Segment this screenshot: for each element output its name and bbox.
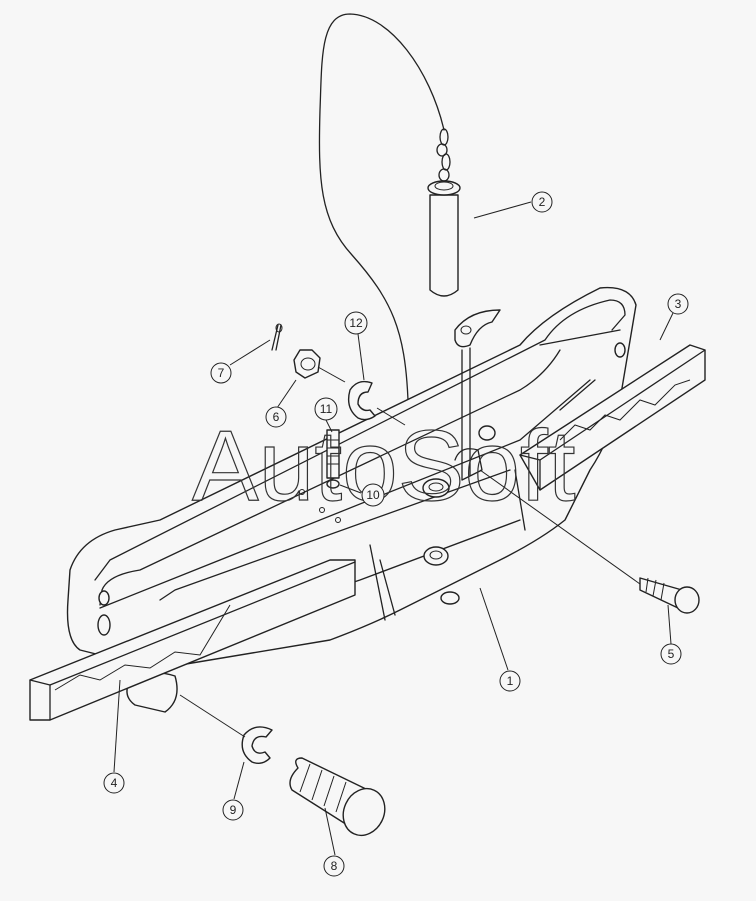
lever-part <box>454 309 501 481</box>
svg-text:11: 11 <box>320 402 333 416</box>
watermark: AutoSoft <box>192 410 576 522</box>
leader-lines <box>113 201 674 856</box>
pin-part <box>427 180 461 297</box>
nut-part <box>293 349 321 379</box>
snap-ring-part-9 <box>241 726 273 765</box>
callout-8: 8 <box>323 855 345 877</box>
callout-10: 10 <box>361 483 385 507</box>
callout-4: 4 <box>103 772 125 794</box>
svg-text:7: 7 <box>218 366 225 380</box>
bolt-part-11 <box>326 429 340 489</box>
cotter-pin-part <box>271 323 283 351</box>
callout-7: 7 <box>210 362 232 384</box>
svg-text:2: 2 <box>539 195 546 209</box>
svg-text:10: 10 <box>366 488 380 502</box>
callout-5: 5 <box>660 643 682 665</box>
svg-text:5: 5 <box>668 647 675 661</box>
callout-6: 6 <box>265 406 287 428</box>
callout-3: 3 <box>667 293 689 315</box>
callout-1: 1 <box>499 670 521 692</box>
svg-text:6: 6 <box>273 410 280 424</box>
retaining-cord <box>318 13 445 401</box>
callout-11: 11 <box>314 397 338 421</box>
bolt-part-5 <box>479 469 700 614</box>
svg-text:4: 4 <box>111 776 118 790</box>
large-pin-part-8 <box>289 757 386 837</box>
svg-text:1: 1 <box>507 674 514 688</box>
svg-text:12: 12 <box>349 316 363 330</box>
svg-text:8: 8 <box>331 859 338 873</box>
callout-9: 9 <box>222 799 244 821</box>
callout-12: 12 <box>344 311 368 335</box>
callout-2: 2 <box>531 191 553 213</box>
chain <box>436 128 451 182</box>
bar-part-3 <box>519 344 706 491</box>
retaining-ring-part-12 <box>347 380 376 421</box>
bar-part-4 <box>29 559 356 721</box>
svg-text:9: 9 <box>230 803 237 817</box>
svg-text:3: 3 <box>675 297 682 311</box>
